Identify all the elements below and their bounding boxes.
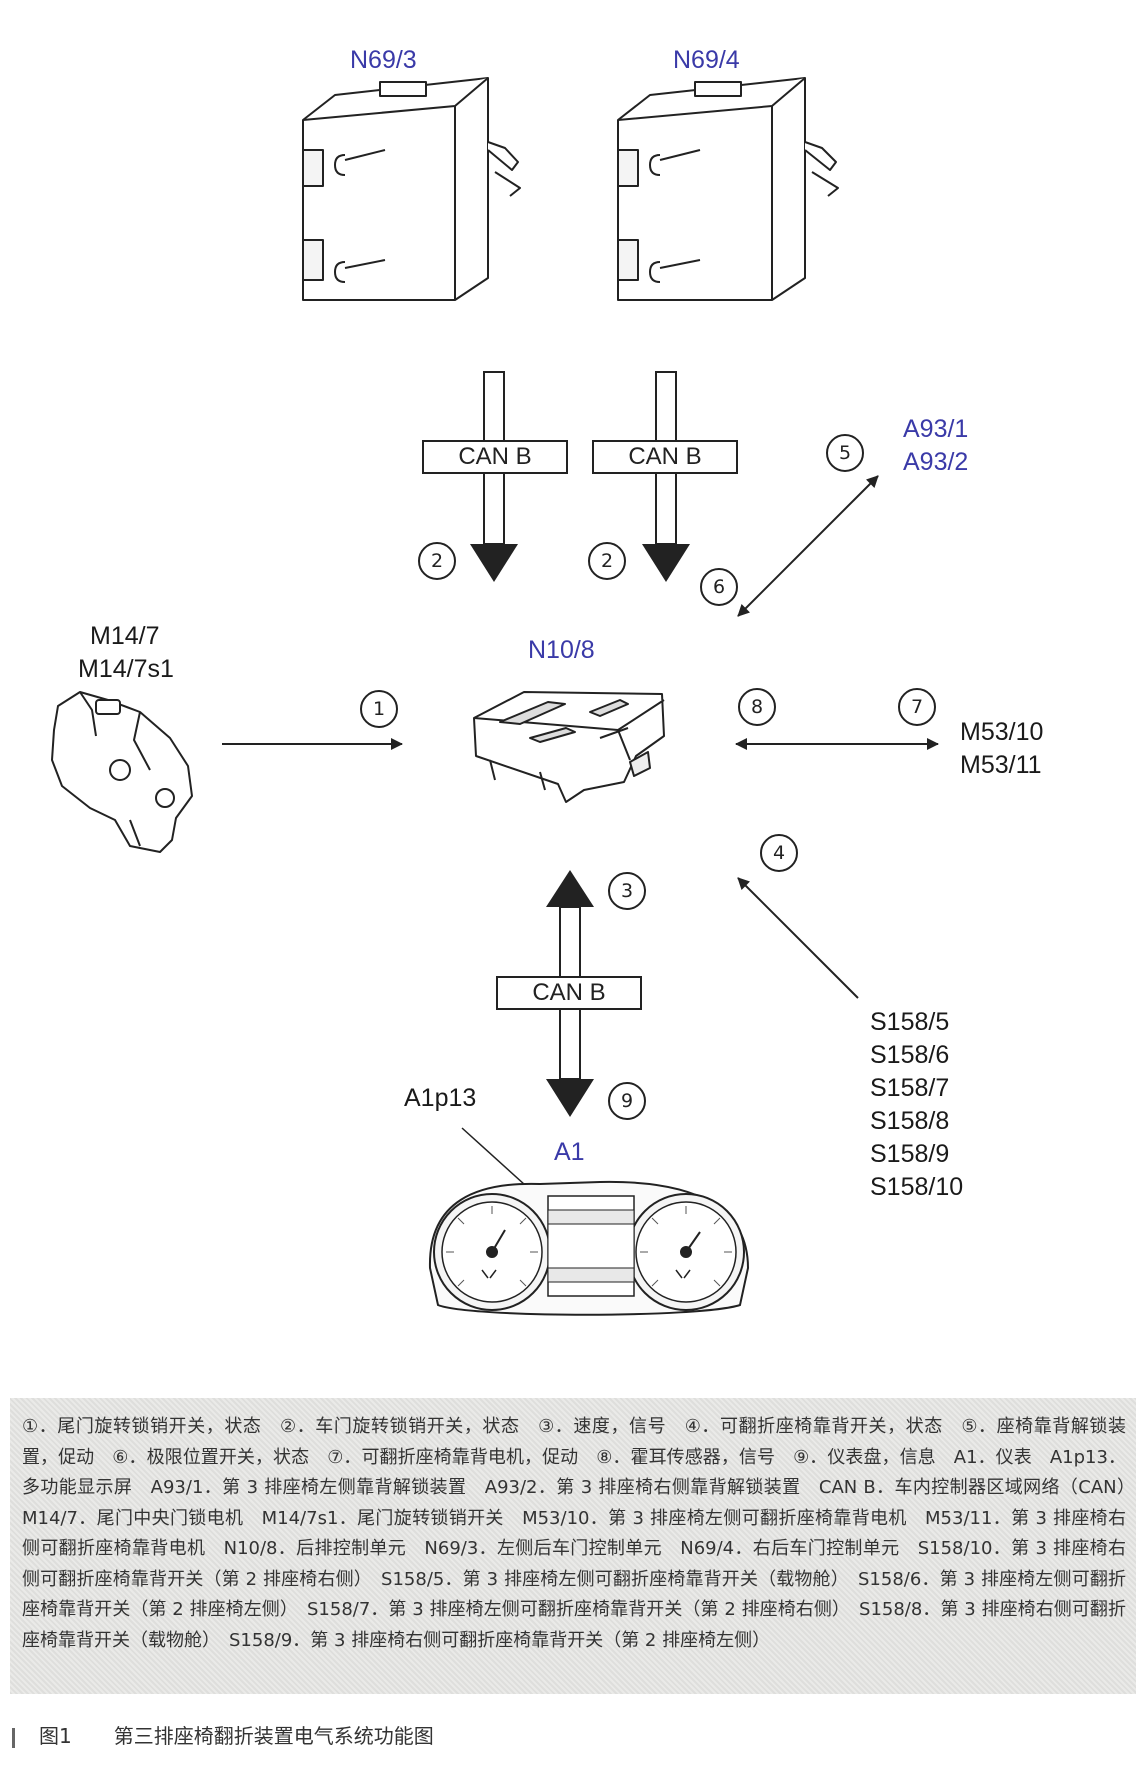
figure-caption: 图1 第三排座椅翻折装置电气系统功能图 [12, 1720, 434, 1749]
n10-8-module-drawing [473, 691, 665, 803]
can-bus-right-arrow [642, 371, 690, 582]
label-s158-5: S158/5 [870, 1008, 950, 1036]
marker-5: 5 [826, 434, 864, 472]
can-bus-left-arrow [470, 371, 518, 582]
signal-line-5-6 [737, 475, 879, 617]
a1-instrument-cluster-drawing [428, 1180, 750, 1316]
label-a93-2: A93/2 [903, 448, 969, 476]
label-a93-1: A93/1 [903, 415, 969, 443]
can-b-box-right: CAN B [592, 440, 738, 474]
label-m14-7s1: M14/7s1 [78, 655, 174, 683]
label-a1p13: A1p13 [404, 1084, 477, 1112]
figure-title: 第三排座椅翻折装置电气系统功能图 [113, 1724, 434, 1748]
label-s158: S158/5 S158/6 S158/7 S158/8 S158/9 S158/… [870, 1006, 963, 1204]
label-m53-10: M53/10 [960, 718, 1044, 746]
marker-2-left: 2 [418, 542, 456, 580]
figure-number: 图1 [39, 1724, 72, 1748]
legend-box: ①．尾门旋转锁销开关，状态 ②．车门旋转锁销开关，状态 ③．速度，信号 ④．可翻… [10, 1398, 1144, 1694]
marker-4: 4 [760, 834, 798, 872]
label-s158-8: S158/8 [870, 1107, 950, 1135]
marker-8: 8 [738, 688, 776, 726]
label-m14-7: M14/7 [90, 622, 160, 650]
label-n69-4: N69/4 [673, 46, 740, 74]
label-n69-3: N69/3 [350, 46, 417, 74]
label-s158-7: S158/7 [870, 1074, 950, 1102]
label-s158-6: S158/6 [870, 1041, 950, 1069]
marker-7: 7 [898, 688, 936, 726]
marker-9: 9 [608, 1082, 646, 1120]
caption-bar [12, 1727, 15, 1748]
marker-3: 3 [608, 872, 646, 910]
marker-1: 1 [360, 690, 398, 728]
label-a93: A93/1 A93/2 [903, 413, 968, 479]
can-b-box-bottom: CAN B [496, 976, 642, 1010]
label-m53-11: M53/11 [960, 751, 1042, 779]
label-a1: A1 [554, 1138, 585, 1166]
label-m14: M14/7 M14/7s1 [78, 620, 174, 686]
function-diagram [51, 77, 939, 1316]
label-s158-10: S158/10 [870, 1173, 964, 1201]
label-m53: M53/10 M53/11 [960, 716, 1043, 782]
label-n10-8: N10/8 [528, 636, 595, 664]
marker-6: 6 [700, 568, 738, 606]
signal-line-4 [737, 877, 859, 999]
n69-3-module-drawing [302, 77, 521, 301]
marker-2-right: 2 [588, 542, 626, 580]
n69-4-module-drawing [617, 77, 839, 301]
legend-text: ①．尾门旋转锁销开关，状态 ②．车门旋转锁销开关，状态 ③．速度，信号 ④．可翻… [22, 1416, 1144, 1651]
label-s158-9: S158/9 [870, 1140, 950, 1168]
can-b-box-left: CAN B [422, 440, 568, 474]
m14-7-lock-drawing [51, 691, 193, 853]
